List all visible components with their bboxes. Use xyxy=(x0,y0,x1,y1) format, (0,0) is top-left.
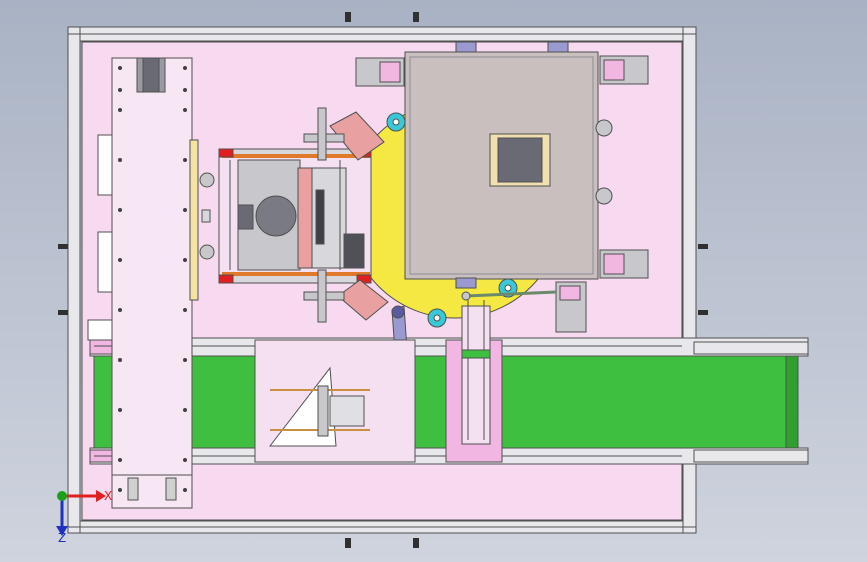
frame-screws xyxy=(58,12,708,548)
x-axis-label: X xyxy=(104,489,112,503)
z-axis-label: Z xyxy=(58,531,66,545)
press-station xyxy=(218,148,372,284)
left-carriage xyxy=(97,57,199,509)
carriage-bolts xyxy=(118,66,187,492)
lower-plate xyxy=(254,339,416,463)
gripper-rods xyxy=(303,107,345,323)
coordinate-triad: X Z xyxy=(56,489,112,545)
cover-box xyxy=(404,51,613,280)
conveyor-end-roller xyxy=(785,355,799,449)
vertical-slide xyxy=(445,300,503,463)
gripper-blocks xyxy=(329,111,389,321)
carriage-round-parts xyxy=(199,172,215,260)
clamp-blocks xyxy=(355,41,649,333)
